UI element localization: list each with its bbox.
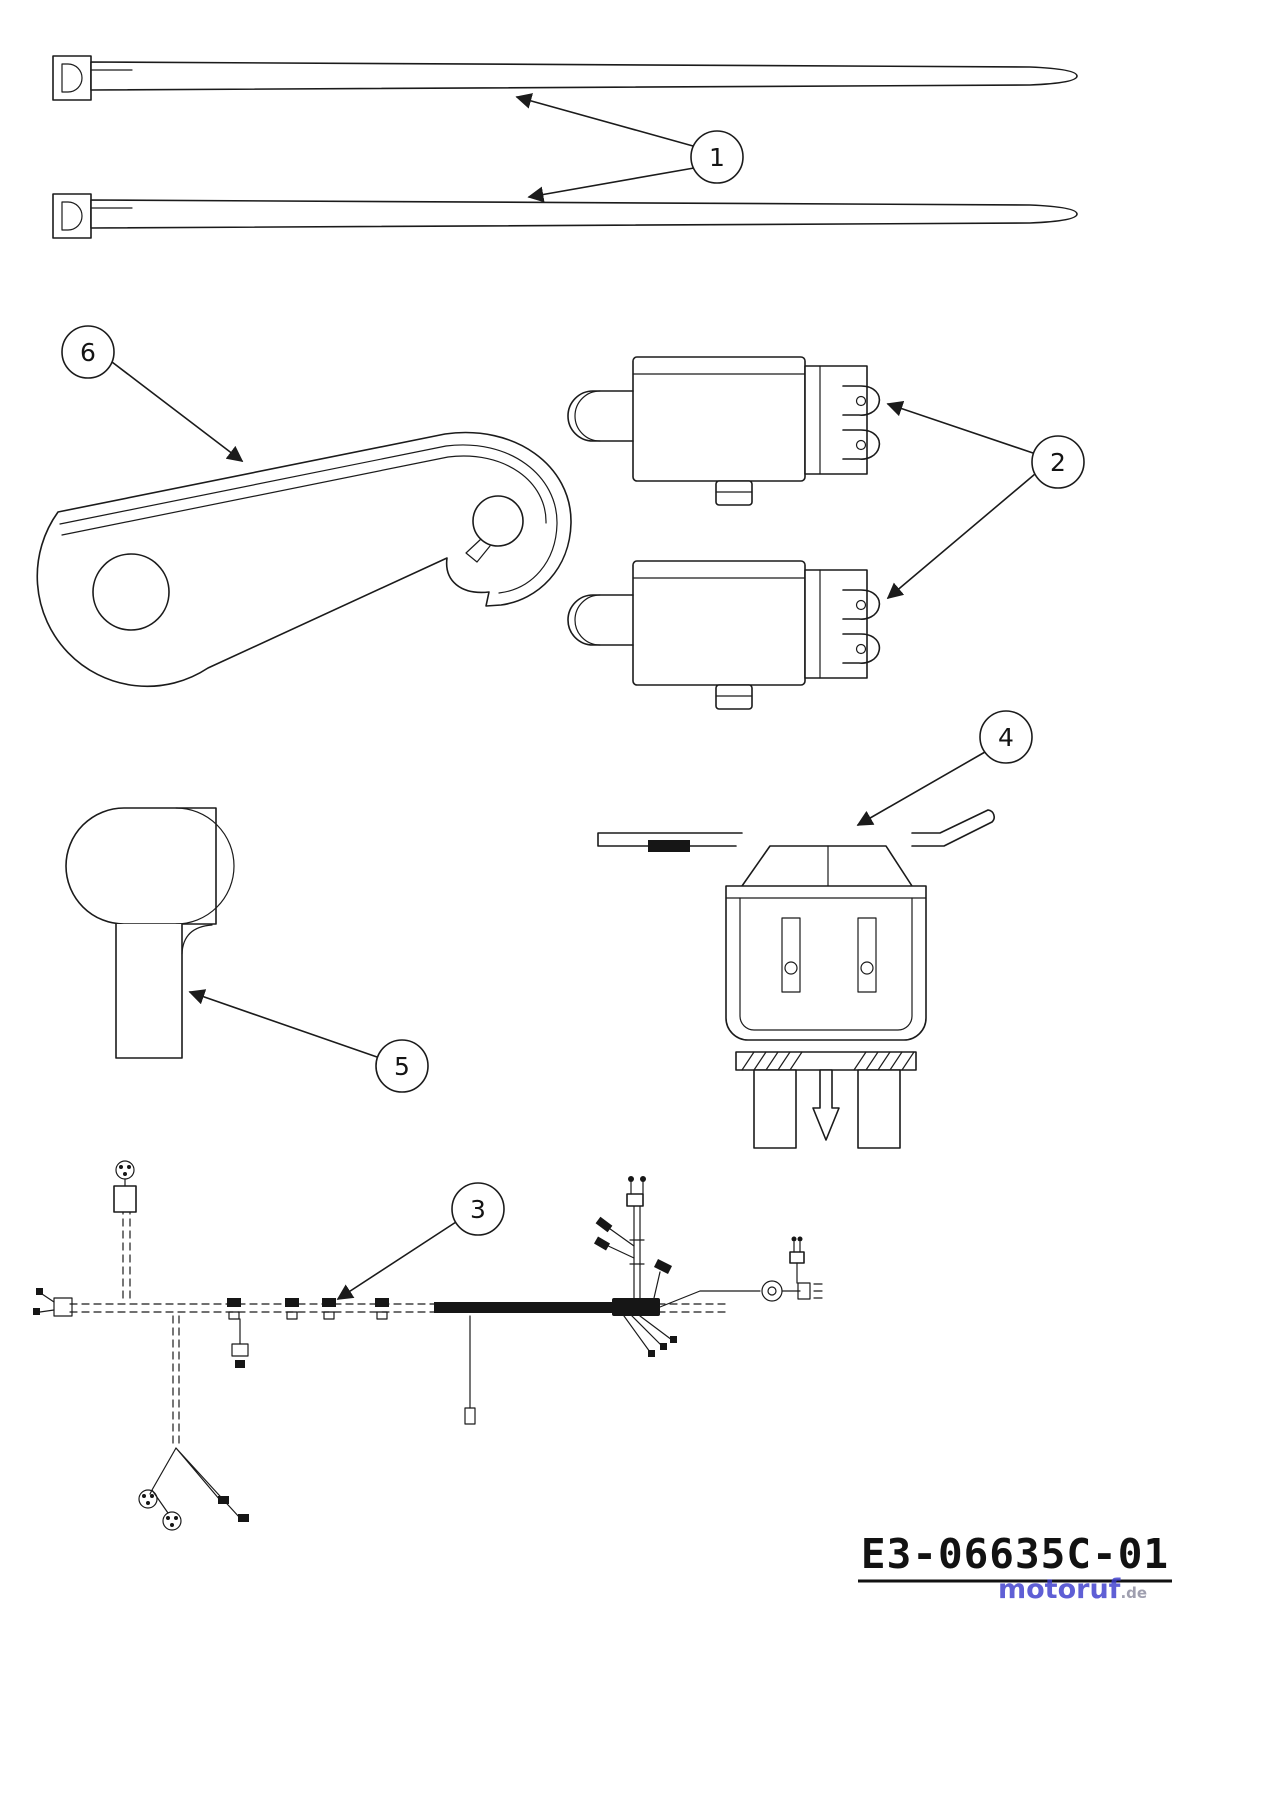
callout-4-label: 4 bbox=[998, 723, 1014, 752]
callout-5[interactable]: 5 bbox=[188, 989, 429, 1093]
callout-4-circle bbox=[979, 710, 1033, 764]
terminal-blade bbox=[753, 1069, 797, 1149]
harness-wrap bbox=[434, 1302, 612, 1313]
leader-line bbox=[856, 751, 986, 826]
callout-6[interactable]: 6 bbox=[61, 325, 244, 462]
callout-4[interactable]: 4 bbox=[856, 710, 1033, 826]
leader-line bbox=[886, 401, 1034, 454]
leader-line bbox=[527, 167, 695, 203]
callout-2-label: 2 bbox=[1050, 448, 1066, 477]
callout-2-circle bbox=[1031, 435, 1085, 489]
watermark-name: motoruf bbox=[998, 1574, 1121, 1605]
terminal-pin bbox=[812, 1069, 840, 1141]
callout-1-circle bbox=[690, 130, 744, 184]
callout-3-circle bbox=[451, 1182, 505, 1236]
harness-connector-block bbox=[612, 1298, 660, 1316]
tie-body bbox=[90, 199, 1078, 229]
terminal-blade bbox=[857, 1069, 901, 1149]
leader-line bbox=[111, 361, 244, 462]
boot-part bbox=[65, 807, 235, 1059]
callout-1[interactable]: 1 bbox=[515, 93, 744, 203]
footer: E3-06635C-01 motoruf.de bbox=[858, 1530, 1172, 1605]
callout-3-label: 3 bbox=[470, 1195, 486, 1224]
switch-dome bbox=[741, 845, 913, 887]
boot-head bbox=[65, 807, 217, 925]
tie-body bbox=[90, 61, 1078, 91]
drawing-number: E3-06635C-01 bbox=[861, 1530, 1169, 1578]
callout-5-circle bbox=[375, 1039, 429, 1093]
callout-6-label: 6 bbox=[80, 338, 96, 367]
lever-keyhole bbox=[472, 495, 524, 547]
leader-line bbox=[336, 1221, 457, 1300]
watermark-tld: .de bbox=[1120, 1584, 1147, 1602]
harness-clips bbox=[227, 1298, 389, 1320]
leader-line bbox=[515, 93, 694, 147]
callout-5-label: 5 bbox=[394, 1052, 410, 1081]
watermark: motoruf.de bbox=[998, 1574, 1147, 1605]
switch-flange bbox=[735, 1051, 917, 1071]
bracket-tab bbox=[648, 840, 690, 852]
tie-head bbox=[52, 193, 92, 239]
callout-2[interactable]: 2 bbox=[886, 401, 1085, 600]
cable-tie-top bbox=[52, 55, 1078, 101]
bracket-right-flange bbox=[911, 809, 995, 847]
leader-line bbox=[188, 989, 378, 1058]
lever-part bbox=[36, 431, 572, 688]
cable-tie-bottom bbox=[52, 193, 1078, 239]
lever-hole bbox=[92, 553, 170, 631]
callout-6-circle bbox=[61, 325, 115, 379]
callout-3[interactable]: 3 bbox=[336, 1182, 505, 1300]
wiring-harness-part bbox=[33, 1160, 823, 1531]
leader-line bbox=[886, 473, 1036, 600]
callout-1-label: 1 bbox=[709, 143, 725, 172]
boot-stem bbox=[115, 924, 183, 1059]
interlock-switch-bottom bbox=[567, 560, 881, 710]
seat-switch-part bbox=[597, 809, 995, 1149]
interlock-switch-top bbox=[567, 356, 881, 506]
switch-body bbox=[725, 885, 927, 1041]
tie-head bbox=[52, 55, 92, 101]
